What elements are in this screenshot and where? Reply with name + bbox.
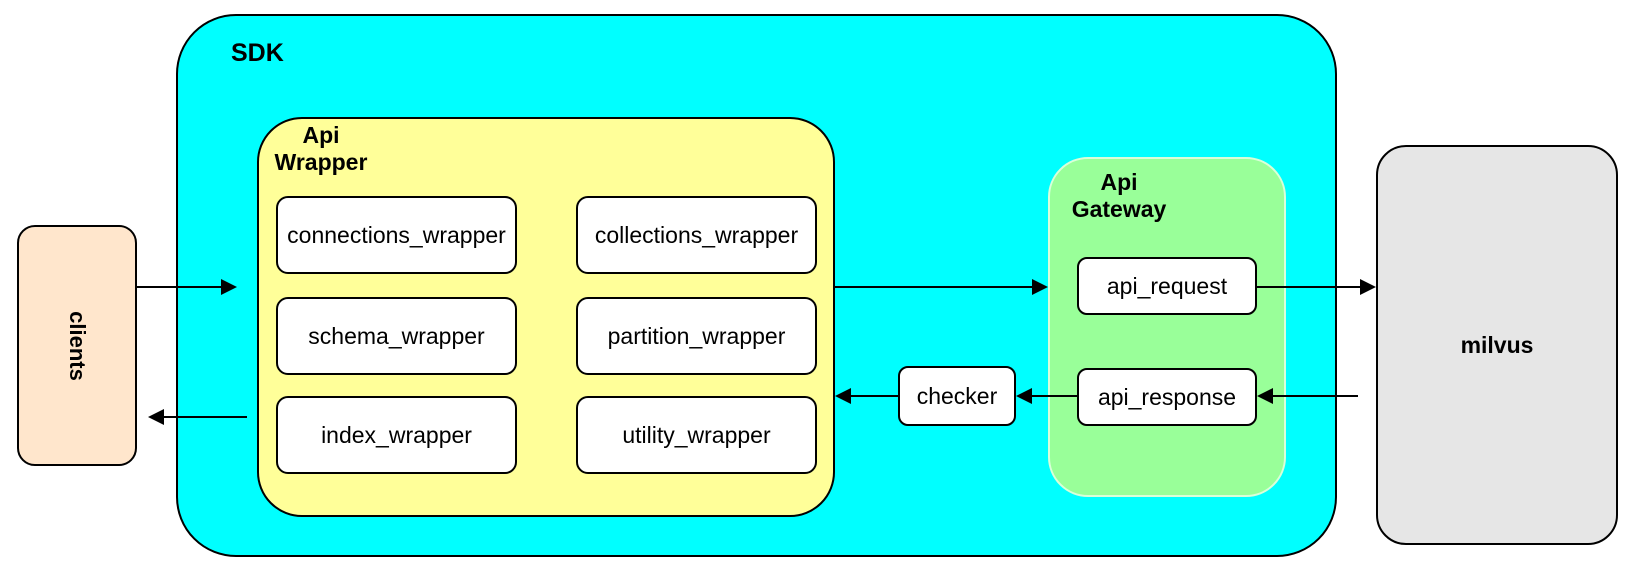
arrow-line — [137, 286, 223, 288]
clients-node: clients — [17, 225, 137, 466]
utility-wrapper-node: utility_wrapper — [576, 396, 817, 474]
sdk-container: SDK Api Wrapper connections_wrapper coll… — [176, 14, 1337, 557]
collections-wrapper-node: collections_wrapper — [576, 196, 817, 274]
arrow-line — [1271, 395, 1358, 397]
arrow-line — [849, 395, 898, 397]
arrowhead-left-icon — [1016, 388, 1032, 404]
schema-wrapper-node: schema_wrapper — [276, 297, 517, 375]
partition-wrapper-node: partition_wrapper — [576, 297, 817, 375]
index-wrapper-label: index_wrapper — [321, 421, 472, 448]
arrowhead-left-icon — [148, 409, 164, 425]
checker-label: checker — [916, 382, 998, 409]
api-wrapper-label: Api Wrapper — [274, 122, 368, 175]
clients-label: clients — [64, 310, 90, 381]
arrowhead-right-icon — [221, 279, 237, 295]
utility-wrapper-label: utility_wrapper — [622, 421, 771, 448]
collections-wrapper-label: collections_wrapper — [594, 221, 799, 248]
arrow-line — [835, 286, 1034, 288]
arrowhead-right-icon — [1032, 279, 1048, 295]
api-request-label: api_request — [1106, 272, 1228, 299]
api-response-label: api_response — [1097, 383, 1237, 410]
checker-node: checker — [898, 366, 1016, 426]
schema-wrapper-label: schema_wrapper — [308, 322, 485, 349]
api-request-node: api_request — [1077, 257, 1257, 315]
partition-wrapper-label: partition_wrapper — [607, 322, 786, 349]
connections-wrapper-node: connections_wrapper — [276, 196, 517, 274]
api-gateway-container: Api Gateway api_request api_response — [1048, 157, 1286, 497]
arrowhead-right-icon — [1360, 279, 1376, 295]
api-wrapper-container: Api Wrapper connections_wrapper collecti… — [257, 117, 835, 517]
arrow-line — [1257, 286, 1362, 288]
index-wrapper-node: index_wrapper — [276, 396, 517, 474]
connections-wrapper-label: connections_wrapper — [287, 221, 506, 248]
arrow-line — [1030, 395, 1077, 397]
arrowhead-left-icon — [1257, 388, 1273, 404]
api-response-node: api_response — [1077, 368, 1257, 426]
milvus-node: milvus — [1376, 145, 1618, 545]
api-gateway-label: Api Gateway — [1071, 169, 1167, 222]
arrow-line — [162, 416, 247, 418]
milvus-label: milvus — [1460, 331, 1534, 358]
sdk-label: SDK — [231, 39, 284, 67]
arrowhead-left-icon — [835, 388, 851, 404]
